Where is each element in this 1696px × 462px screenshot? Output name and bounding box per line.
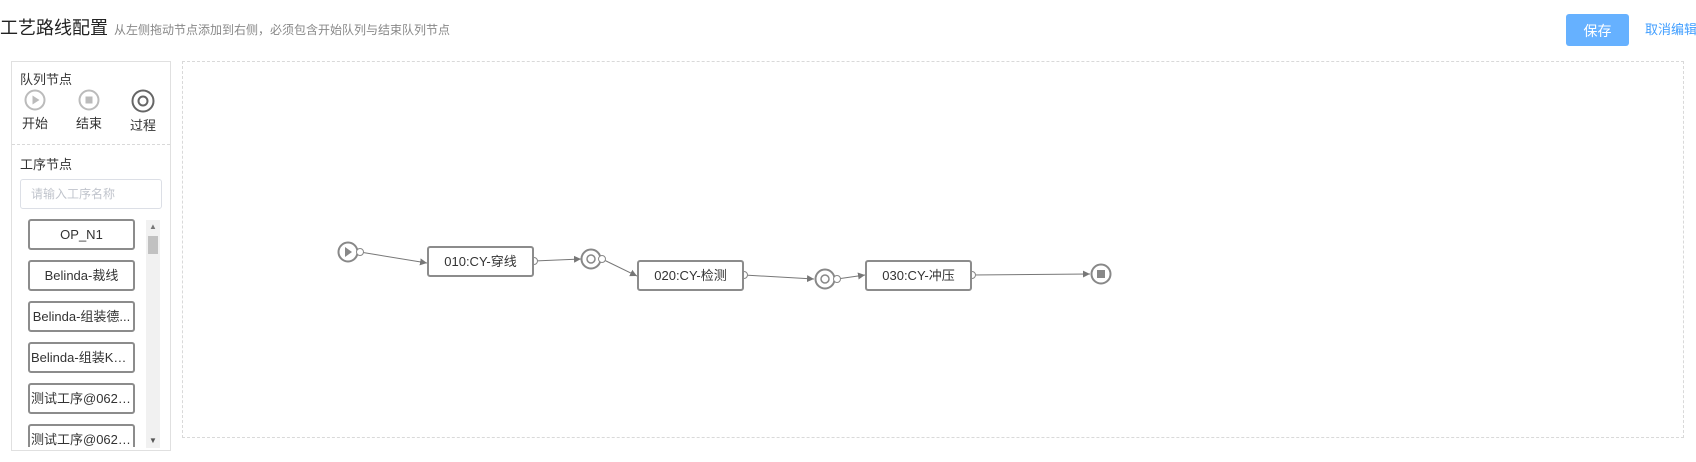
- process-list-scrollbar[interactable]: ▲ ▼: [146, 220, 160, 448]
- flow-edge: [359, 251, 428, 266]
- queue-node-start[interactable]: 开始: [15, 89, 55, 132]
- operation-node[interactable]: 030:CY-冲压: [865, 260, 972, 291]
- process-circle-icon: [131, 89, 155, 113]
- operation-node[interactable]: 010:CY-穿线: [427, 246, 534, 277]
- scroll-up-arrow-icon[interactable]: ▲: [149, 222, 157, 231]
- stop-circle-icon: [78, 89, 100, 111]
- queue-node-process[interactable]: 过程: [123, 89, 163, 134]
- node-palette: 队列节点 开始 结束 过程 工序节点 OP_N1 Be: [11, 61, 171, 451]
- flow-edge: [601, 258, 638, 277]
- flow-edge: [533, 255, 582, 263]
- flow-edge: [743, 274, 815, 283]
- cancel-edit-link[interactable]: 取消编辑: [1645, 22, 1696, 37]
- palette-divider: [12, 144, 170, 145]
- scroll-down-arrow-icon[interactable]: ▼: [149, 436, 157, 445]
- queue-node-list: 开始 结束 过程: [12, 89, 172, 139]
- page-title: 工艺路线配置: [0, 18, 108, 38]
- play-circle-icon: [24, 89, 46, 111]
- queue-node-label: 开始: [21, 116, 48, 131]
- queue-node-label: 过程: [129, 118, 156, 133]
- queue-node-label: 结束: [75, 116, 102, 131]
- connector-dot: [833, 275, 841, 283]
- end-queue-icon[interactable]: [1090, 263, 1112, 285]
- process-item[interactable]: Belinda-裁线: [28, 260, 135, 291]
- page-header: 工艺路线配置 从左侧拖动节点添加到右侧，必须包含开始队列与结束队列节点: [0, 14, 450, 44]
- process-item[interactable]: OP_N1: [28, 219, 135, 250]
- process-search-input[interactable]: [20, 179, 162, 209]
- process-queue-icon[interactable]: [814, 268, 836, 290]
- flow-canvas[interactable]: 010:CY-穿线 020:CY-检测 030:CY-冲压: [182, 61, 1684, 438]
- process-node-list: OP_N1 Belinda-裁线 Belinda-组装德... Belinda-…: [28, 219, 136, 447]
- process-item[interactable]: 测试工序@0627...: [28, 424, 135, 447]
- scroll-thumb[interactable]: [148, 236, 158, 254]
- process-item[interactable]: Belinda-组装KU...: [28, 342, 135, 373]
- start-queue-icon[interactable]: [337, 241, 359, 263]
- page-hint: 从左侧拖动节点添加到右侧，必须包含开始队列与结束队列节点: [114, 23, 451, 37]
- connector-dot: [598, 255, 606, 263]
- process-section-title: 工序节点: [20, 157, 73, 172]
- flow-edges: [337, 241, 1112, 290]
- queue-node-end[interactable]: 结束: [69, 89, 109, 132]
- process-item[interactable]: 测试工序@0627...: [28, 383, 135, 414]
- queue-section-title: 队列节点: [20, 72, 73, 87]
- process-queue-icon[interactable]: [580, 248, 602, 270]
- connector-dot: [356, 248, 364, 256]
- process-item[interactable]: Belinda-组装德...: [28, 301, 135, 332]
- flow-edge: [836, 272, 866, 280]
- flow-edge: [971, 270, 1091, 278]
- save-button[interactable]: 保存: [1566, 14, 1629, 46]
- operation-node[interactable]: 020:CY-检测: [637, 260, 744, 291]
